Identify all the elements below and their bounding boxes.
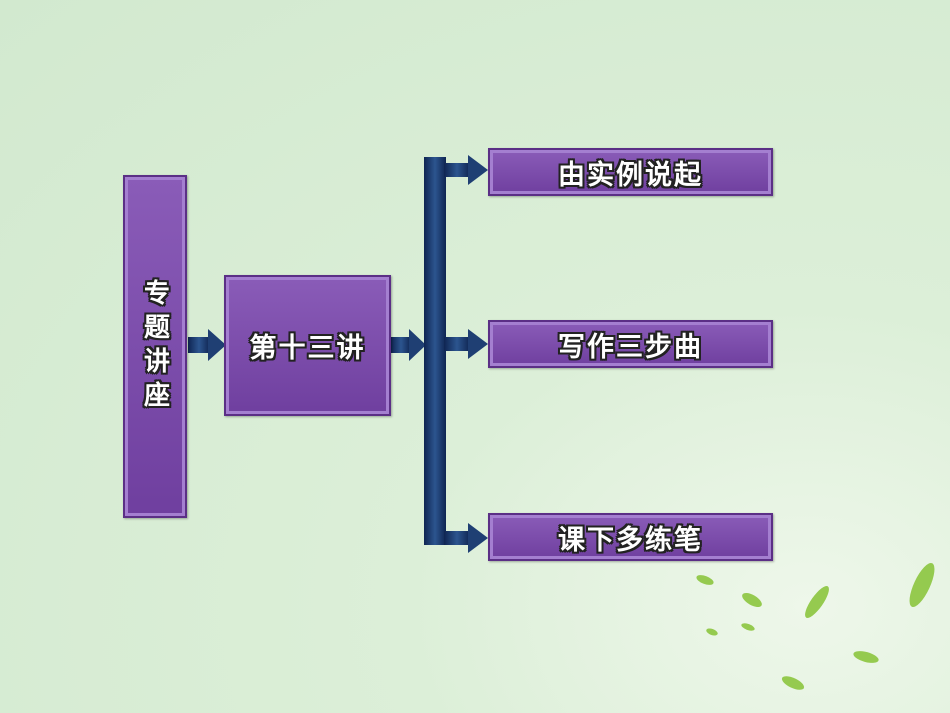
- root-topic-box: 专题讲座: [123, 175, 187, 518]
- branch-label: 写作三步曲: [558, 331, 703, 363]
- branch-box-1: 由实例说起: [488, 148, 773, 196]
- leaf-decoration: [696, 562, 935, 690]
- branch-label: 由实例说起: [558, 159, 703, 191]
- root-topic-label: 专题讲座: [139, 278, 170, 415]
- arrow-right-icon: [444, 155, 488, 185]
- arrow-right-icon: [444, 329, 488, 359]
- branch-label: 课下多练笔: [558, 524, 703, 556]
- arrow-right-icon: [188, 329, 226, 361]
- arrow-right-icon: [391, 329, 426, 361]
- arrow-right-icon: [444, 523, 488, 553]
- lecture-box: 第十三讲: [224, 275, 391, 416]
- branch-box-3: 课下多练笔: [488, 513, 773, 561]
- branch-box-2: 写作三步曲: [488, 320, 773, 368]
- lecture-label: 第十三讲: [249, 333, 366, 364]
- bracket-bar: [424, 157, 446, 545]
